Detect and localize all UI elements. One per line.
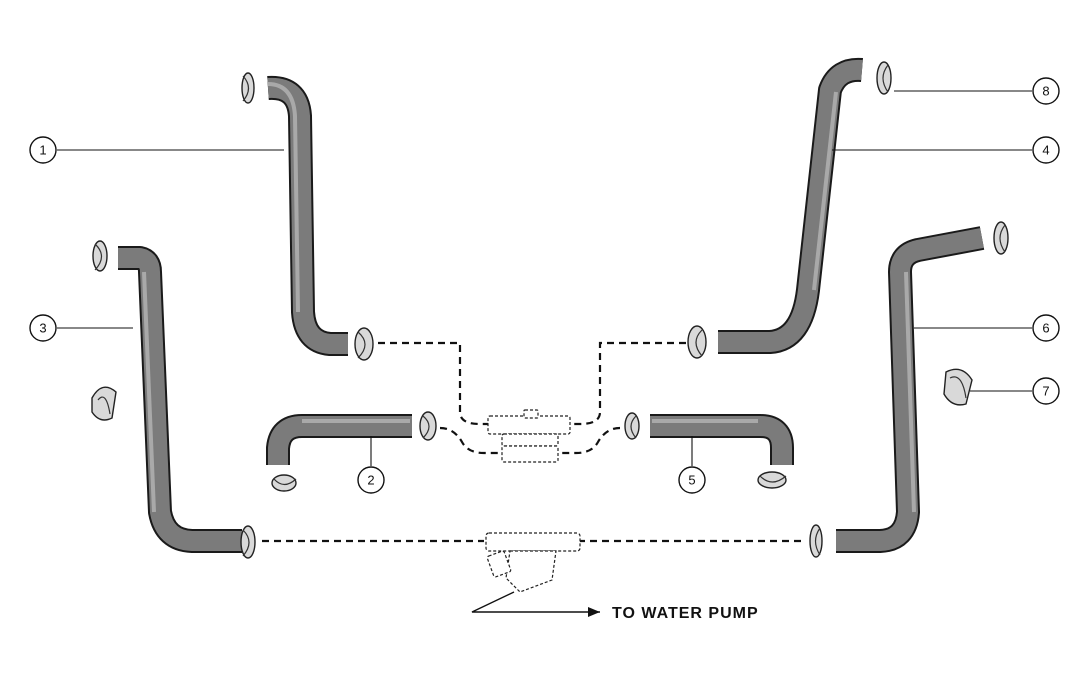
svg-text:3: 3 xyxy=(39,321,46,336)
callout-4: 4 xyxy=(1032,136,1060,164)
clamp xyxy=(419,411,437,441)
svg-text:5: 5 xyxy=(688,473,695,488)
hose-4 xyxy=(718,57,863,354)
hose-5 xyxy=(650,414,794,465)
svg-text:7: 7 xyxy=(1042,384,1049,399)
clamp xyxy=(92,240,108,272)
callout-3: 3 xyxy=(29,314,57,342)
clamp xyxy=(876,61,892,95)
callout-8: 8 xyxy=(1032,77,1060,105)
route-hose2-tee xyxy=(439,426,504,455)
callout-5: 5 xyxy=(678,466,706,494)
svg-text:4: 4 xyxy=(1042,143,1049,158)
hose-6 xyxy=(836,226,985,553)
clamp-large-left xyxy=(91,386,117,421)
clamp xyxy=(993,221,1009,255)
hose-3 xyxy=(118,246,242,553)
clamp xyxy=(354,327,374,361)
callout-1: 1 xyxy=(29,136,57,164)
clamp xyxy=(241,72,255,104)
clamp-7 xyxy=(943,368,973,406)
route-hose4-tee xyxy=(570,341,686,426)
clamp xyxy=(271,474,297,492)
callout-7: 7 xyxy=(1032,377,1060,405)
svg-text:2: 2 xyxy=(367,473,374,488)
hose-2 xyxy=(266,414,412,465)
tee-fitting xyxy=(487,409,571,463)
callout-2: 2 xyxy=(357,466,385,494)
clamp xyxy=(624,412,640,440)
y-fitting xyxy=(485,532,581,593)
svg-text:6: 6 xyxy=(1042,321,1049,336)
route-hose5-tee xyxy=(556,426,621,455)
svg-text:1: 1 xyxy=(39,143,46,158)
svg-text:8: 8 xyxy=(1042,84,1049,99)
clamp xyxy=(757,471,787,489)
clamp xyxy=(809,524,823,558)
route-hose1-tee xyxy=(378,341,490,426)
flow-arrow xyxy=(471,591,600,617)
hose-1 xyxy=(267,75,348,356)
clamp xyxy=(240,525,256,559)
clamp xyxy=(687,325,707,359)
to-water-pump-label: TO WATER PUMP xyxy=(612,605,759,622)
callout-6: 6 xyxy=(1032,314,1060,342)
